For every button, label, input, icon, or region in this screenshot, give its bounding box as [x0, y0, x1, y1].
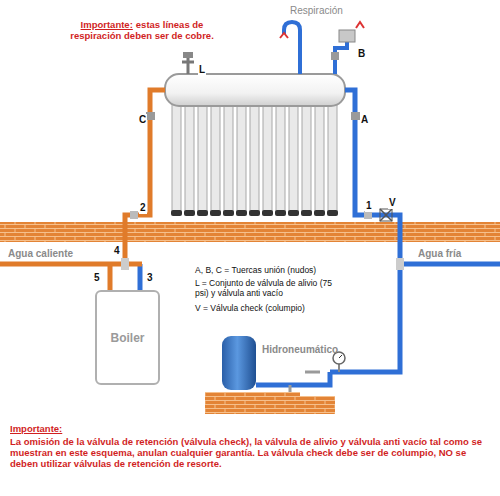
- tube-cap: [210, 210, 221, 216]
- union-nut: [331, 52, 339, 60]
- tube-cap: [197, 210, 208, 216]
- callout-letter: 5: [93, 272, 101, 284]
- hydro-base: [205, 392, 300, 414]
- note-heading: Importante:: [81, 19, 133, 30]
- tube-cap: [288, 210, 299, 216]
- boiler-cold-line: [138, 264, 143, 290]
- vacuum-tube: [237, 104, 246, 212]
- relief-valve: [182, 56, 194, 74]
- vacuum-tube: [276, 104, 285, 212]
- vacuum-tube: [224, 104, 233, 212]
- union-nut: [351, 112, 360, 120]
- tube-cap: [301, 210, 312, 216]
- note-text: A, B, C = Tuercas unión (nudos): [195, 266, 395, 276]
- hydropneumatic-tank: [222, 336, 256, 390]
- vacuum-tube: [172, 104, 181, 212]
- union-nut: [146, 112, 155, 120]
- gauge-stem: [338, 364, 340, 372]
- breather-valve: [339, 30, 355, 42]
- fitting: [130, 211, 138, 219]
- callout-letter: 1: [365, 200, 373, 212]
- tube-cap: [314, 210, 325, 216]
- vacuum-tube: [302, 104, 311, 212]
- tube-cap: [171, 210, 182, 216]
- vent-arrow: [356, 22, 364, 28]
- vacuum-tube: [289, 104, 298, 212]
- cold-pipe: [256, 90, 400, 385]
- callout-letter: C: [138, 114, 147, 126]
- callout-letter: B: [357, 48, 366, 60]
- callout-letter: A: [360, 114, 369, 126]
- tube-cap: [223, 210, 234, 216]
- vent-pipe: [284, 22, 300, 74]
- node-label: Boiler: [110, 331, 144, 345]
- vacuum-tube: [185, 104, 194, 212]
- boiler-tee: [128, 262, 142, 267]
- tube-cap: [184, 210, 195, 216]
- callout-letter: 3: [146, 272, 154, 284]
- note-text: V = Válvula check (columpio): [195, 304, 395, 314]
- note-text: Respiración: [290, 5, 343, 17]
- vacuum-tube: [263, 104, 272, 212]
- check-valve: [380, 209, 392, 221]
- tube-cap: [262, 210, 273, 216]
- callout-letter: 4: [113, 245, 121, 257]
- vacuum-tube: [250, 104, 259, 212]
- note-text: Importante:: [10, 424, 62, 435]
- vacuum-tubes: [171, 104, 338, 216]
- red-note: Importante:estas líneas de respiración d…: [62, 20, 222, 42]
- boiler-box: Boiler: [95, 290, 160, 385]
- vacuum-tube: [315, 104, 324, 212]
- vacuum-tube: [198, 104, 207, 212]
- note-text: L = Conjunto de válvula de alivio (75 ps…: [195, 279, 345, 299]
- tee-fitting: [396, 258, 404, 270]
- tube-cap: [249, 210, 260, 216]
- note-text: Hidroneumático: [262, 344, 338, 356]
- hot-water-line: [0, 264, 128, 290]
- gauge-needle: [339, 355, 342, 358]
- tube-cap: [327, 210, 338, 216]
- callout-letter: 2: [139, 202, 147, 214]
- fitting: [364, 211, 372, 219]
- vacuum-tube: [328, 104, 337, 212]
- callout-letter: L: [198, 64, 206, 76]
- hydro-base: [290, 396, 335, 414]
- note-text: Agua caliente: [8, 248, 73, 260]
- note-text: La omisión de la válvula de retención (v…: [10, 437, 490, 470]
- storage-tank: [165, 74, 345, 106]
- roof-slab: [0, 222, 500, 242]
- note-text: Agua fría: [418, 248, 461, 260]
- cold-water-line: [400, 262, 500, 267]
- tube-cap: [275, 210, 286, 216]
- tube-cap: [236, 210, 247, 216]
- callout-letter: V: [388, 197, 397, 209]
- hot-pipe: [125, 90, 165, 264]
- hydro-fittings: [290, 372, 320, 395]
- vent-arrow: [280, 33, 288, 38]
- check-valve-body: [380, 209, 392, 221]
- vacuum-tube: [211, 104, 220, 212]
- tee-fitting: [121, 258, 129, 270]
- relief-valve-head: [183, 52, 193, 58]
